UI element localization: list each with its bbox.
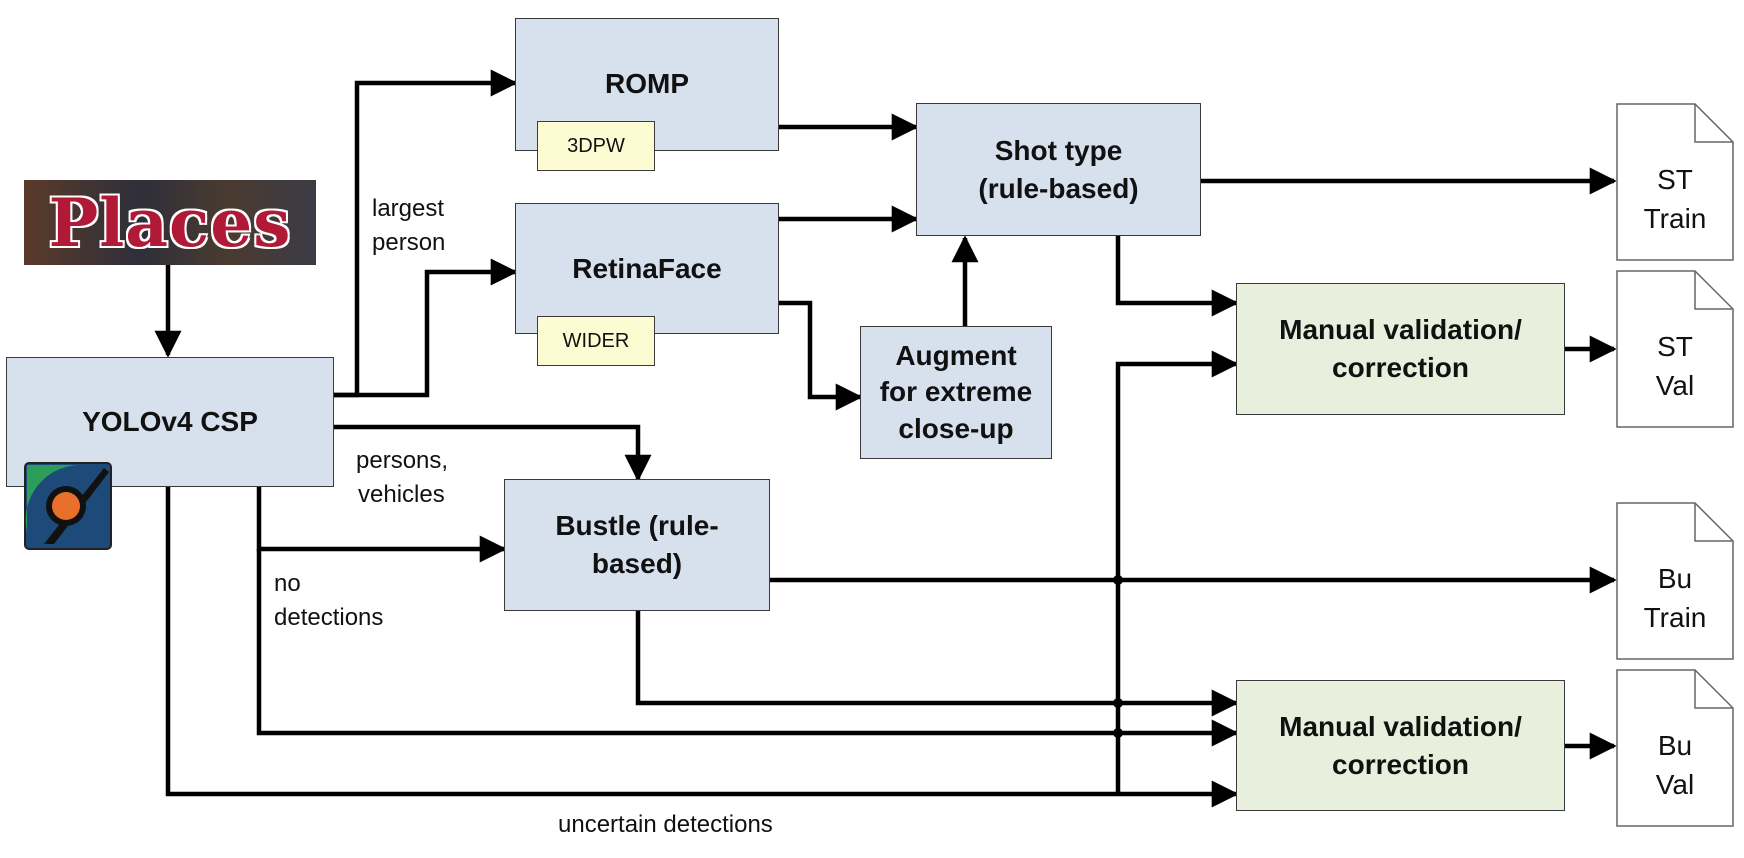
retinaface-node: RetinaFace (515, 203, 779, 334)
manual-1-line-2: correction (1332, 352, 1469, 383)
doc-st-train-icon (1616, 103, 1734, 261)
shot-type-node: Shot type (rule-based) (916, 103, 1201, 236)
edge-yolo-retinaface (334, 258, 518, 398)
shot-type-line-2: (rule-based) (978, 172, 1139, 204)
darknet-logo-icon (24, 462, 112, 550)
retinaface-dataset-tag: WIDER (537, 316, 655, 366)
output-documents (1616, 103, 1734, 827)
romp-dataset-tag: 3DPW (537, 121, 655, 171)
edge-yolo-bustle (334, 424, 652, 482)
yolo-label: YOLOv4 CSP (82, 406, 258, 438)
augment-line-2: for extreme (879, 376, 1033, 408)
bustle-line-2: based) (591, 548, 683, 579)
manual-2-line-2: correction (1332, 748, 1469, 780)
shot-type-line-1: Shot type (994, 134, 1123, 166)
edge-trunk-manual1 (1115, 350, 1239, 794)
edge-yolo-manual2-uncertain (165, 487, 1239, 808)
manual-validation-1-node: Manual validation/ correction (1236, 283, 1565, 415)
retinaface-label: RetinaFace (572, 253, 722, 284)
edge-retinaface-augment (779, 300, 863, 411)
junction-dots (1113, 575, 1123, 738)
manual-1-line-1: Manual validation/ (1279, 314, 1522, 346)
edge-shottype-manual1 (1115, 236, 1239, 317)
manual-2-line-1: Manual validation/ (1279, 710, 1522, 742)
augment-line-3: close-up (898, 412, 1014, 444)
edge-yolo-manual2-nodet (256, 549, 1239, 747)
yolo-node: YOLOv4 CSP (6, 357, 334, 487)
label-uncertain-detections: uncertain detections (558, 811, 773, 838)
doc-st-val-icon (1616, 270, 1734, 428)
augment-node: Augment for extreme close-up (860, 326, 1052, 459)
places-logo: Places (24, 180, 316, 265)
edge-bustle-manual2 (635, 611, 1239, 717)
bustle-line-1: Bustle (rule- (555, 510, 719, 542)
augment-line-1: Augment (895, 339, 1017, 371)
manual-validation-2-node: Manual validation/ correction (1236, 680, 1565, 811)
doc-bu-train-icon (1616, 502, 1734, 660)
label-persons-vehicles: persons, vehicles (356, 447, 449, 508)
romp-label: ROMP (605, 68, 689, 99)
bustle-node: Bustle (rule- based) (504, 479, 770, 611)
label-largest-person: largest person (372, 195, 446, 256)
doc-bu-val-icon (1616, 669, 1734, 827)
label-no-detections: no detections (274, 570, 384, 631)
